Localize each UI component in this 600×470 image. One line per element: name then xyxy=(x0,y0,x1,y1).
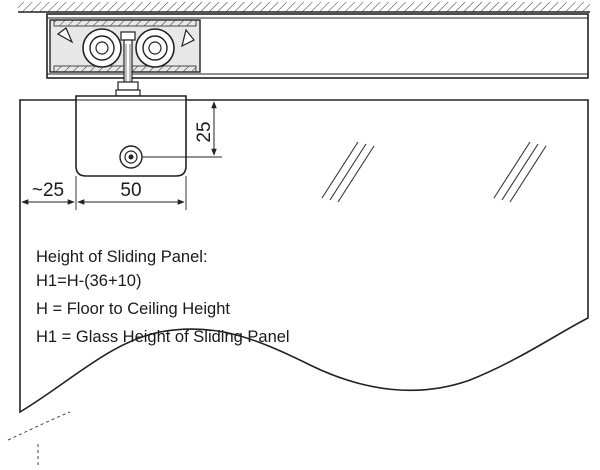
glass-panel xyxy=(19,99,589,414)
note-formula: H1=H-(36+10) xyxy=(36,272,141,290)
mounting-hole xyxy=(119,145,143,169)
clamp-bracket xyxy=(75,95,187,177)
dimension-bracket-width xyxy=(77,176,187,210)
dimension-edge-offset xyxy=(19,176,77,210)
note-title: Height of Sliding Panel: xyxy=(36,248,208,266)
roller-wheel-right xyxy=(135,28,175,68)
ceiling-hatch xyxy=(18,2,590,13)
note-h1-definition: H1 = Glass Height of Sliding Panel xyxy=(36,328,290,346)
glass-reflection-right xyxy=(493,141,547,203)
lower-break-line xyxy=(7,411,71,468)
roller-wheel-left xyxy=(82,28,122,68)
dimension-label-edge: ~25 xyxy=(32,180,64,201)
glass-reflection-left xyxy=(321,141,375,203)
dimension-hole-height xyxy=(142,99,222,158)
hanger-bolt xyxy=(115,31,141,97)
dimension-label-50: 50 xyxy=(120,180,141,201)
note-h-definition: H = Floor to Ceiling Height xyxy=(36,300,230,318)
dimension-label-25: 25 xyxy=(194,121,215,142)
